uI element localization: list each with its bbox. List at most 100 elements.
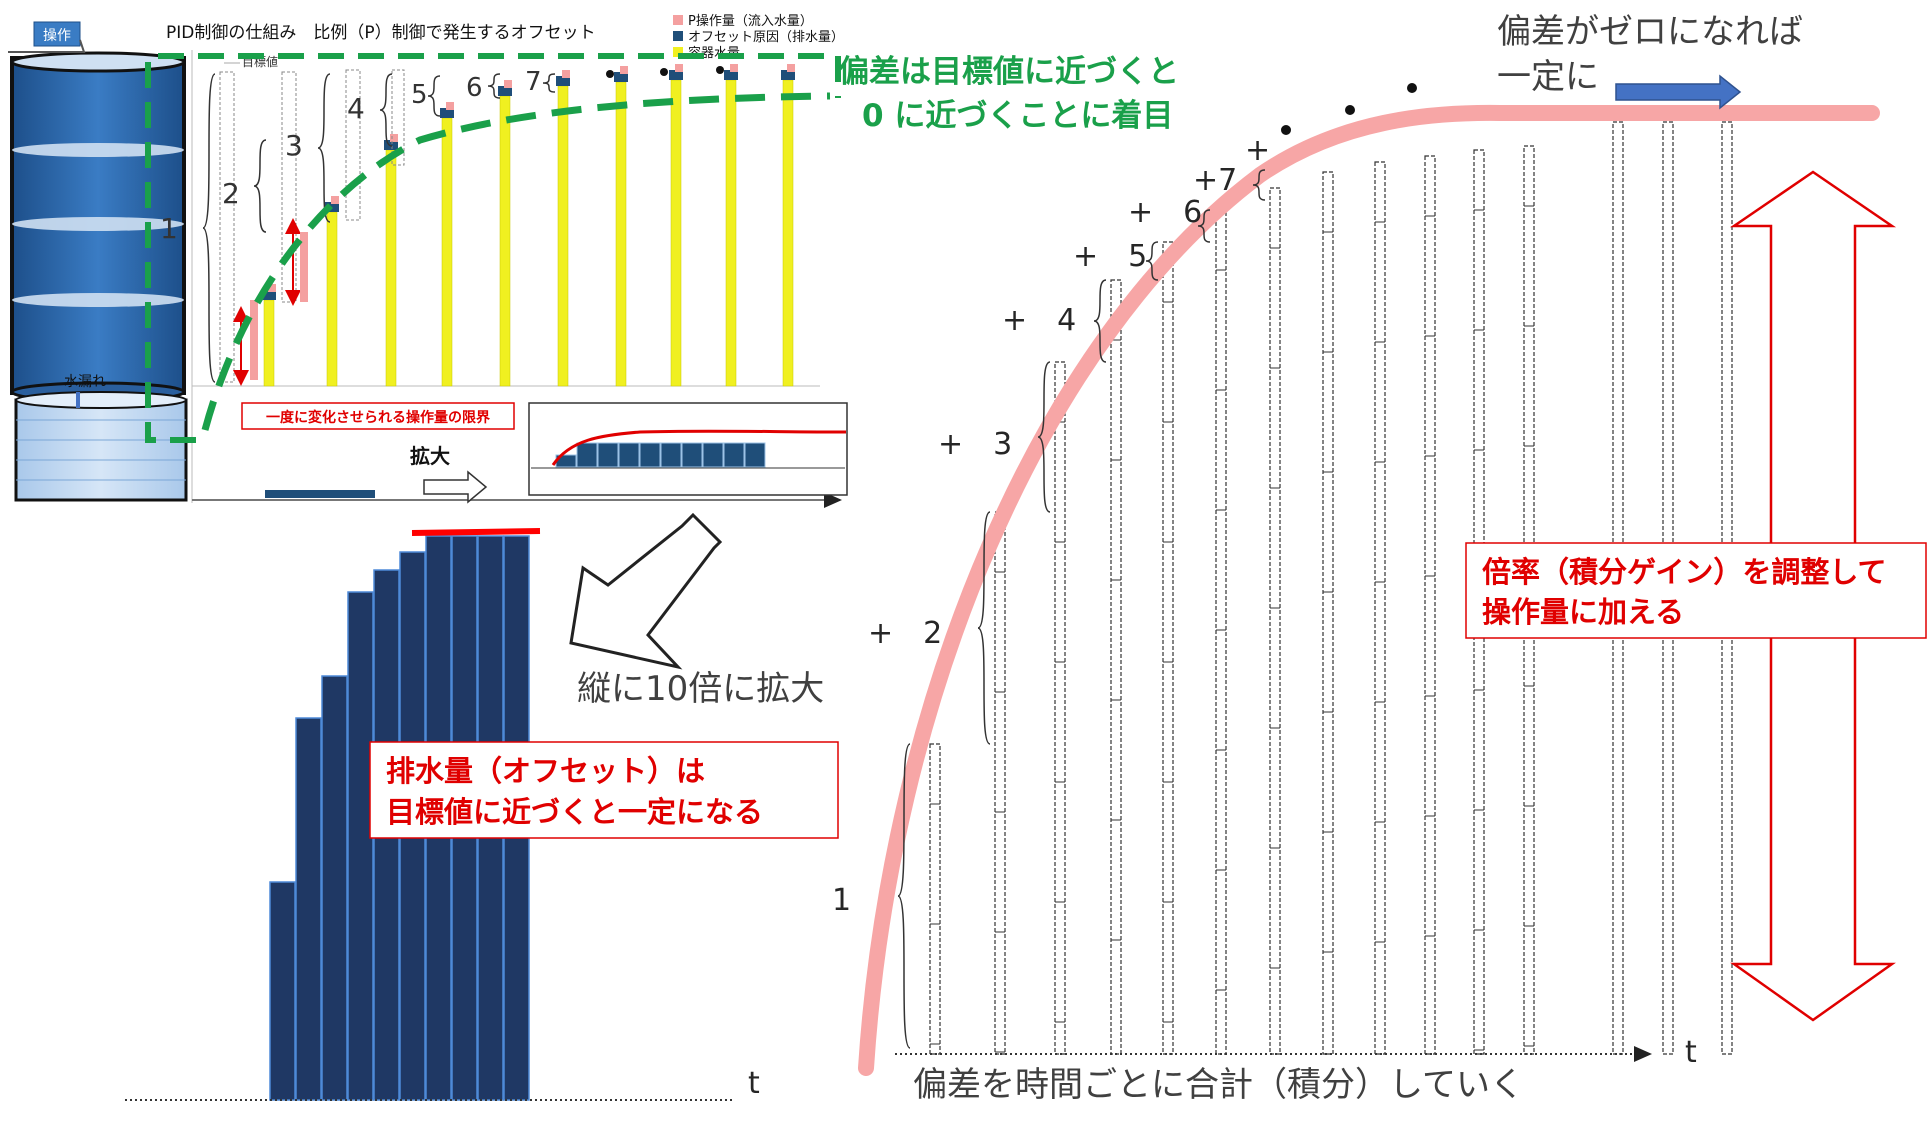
- navy-offset-mark: [724, 70, 738, 80]
- top-step-2: 2: [222, 177, 240, 210]
- zoom10-label: 縦に10倍に拡大: [577, 669, 824, 709]
- top-brace-6: [487, 73, 501, 99]
- water-tank: [10, 51, 186, 403]
- inset-bar: [723, 442, 745, 468]
- limit-label: 一度に変化させられる操作量の限界: [266, 409, 491, 426]
- int-brace-2: [977, 511, 991, 745]
- top-dashed-box: [391, 69, 405, 166]
- yellow-bar: [326, 211, 338, 387]
- axis-t-left: t: [748, 1066, 760, 1101]
- navy-offset-mark: [262, 290, 276, 300]
- limit-label-box: 一度に変化させられる操作量の限界: [241, 402, 515, 430]
- top-braces: [202, 73, 556, 383]
- top-dashed-box: [219, 71, 235, 383]
- red-note-offset-line2: 目標値に近づくと一定になる: [386, 795, 763, 829]
- pink-mark: [675, 64, 683, 72]
- legend: P操作量（流入水量） オフセット原因（排水量） 容器水量: [673, 13, 844, 61]
- top-step-5: 5: [411, 80, 428, 110]
- zoom-label: 拡大: [410, 444, 450, 468]
- integral-caption: 偏差を時間ごとに合計（積分）していく: [913, 1065, 1524, 1105]
- pink-mark: [620, 66, 628, 74]
- yellow-bar: [441, 117, 453, 387]
- navy-bar: [269, 881, 296, 1101]
- inflow-pipe: [8, 39, 86, 53]
- int-brace-4: [1093, 279, 1107, 363]
- pink-mark: [331, 196, 339, 204]
- navy-offset-mark: [669, 70, 683, 80]
- axis-t-right: t: [1685, 1035, 1697, 1070]
- top-brace-5: [427, 75, 441, 117]
- navy-offset-mark: [498, 86, 512, 96]
- zoom-inset: [528, 402, 848, 496]
- yellow-bar: [263, 299, 275, 387]
- navy-bar: [295, 717, 322, 1101]
- dashed-bar: [1322, 171, 1334, 1055]
- chart-title: PID制御の仕組み 比例（P）制御で発生するオフセット: [166, 23, 596, 43]
- top-chart: 目標値: [191, 50, 842, 508]
- dashed-bar: [1374, 161, 1386, 1055]
- dashed-bar: [1269, 187, 1281, 1055]
- pink-mark: [562, 70, 570, 78]
- int-step-2: + 2: [868, 616, 942, 651]
- navy-offset-mark: [556, 76, 570, 86]
- yellow-bar: [557, 85, 569, 387]
- int-step-5: + 5: [1073, 239, 1147, 274]
- yellow-bar: [499, 95, 511, 387]
- inset-bar: [702, 442, 724, 468]
- dashed-bar: [929, 743, 941, 1055]
- navy-bar: [321, 675, 348, 1101]
- green-note-line1: 偏差は目標値に近づくと: [838, 54, 1179, 90]
- yellow-bar: [725, 79, 737, 387]
- dashed-bar: [1110, 279, 1122, 1055]
- red-note-offset: 排水量（オフセット）は 目標値に近づくと一定になる: [369, 741, 839, 839]
- hollow-arrow-down-left-icon: [569, 512, 723, 670]
- red-note-offset-line1: 排水量（オフセット）は: [386, 754, 705, 788]
- pink-mark: [504, 80, 512, 88]
- dashed-bar: [994, 511, 1006, 1055]
- int-plus-extra: +: [1245, 133, 1270, 168]
- dashed-bar: [1054, 361, 1066, 1055]
- yellow-bar: [782, 79, 794, 387]
- top-dashed-box: [345, 69, 361, 221]
- top-step-7: 7: [525, 67, 542, 97]
- dashed-bar: [1215, 209, 1227, 1055]
- zero-note-line2: 一定に: [1497, 57, 1599, 97]
- pink-mark: [268, 284, 276, 292]
- inset-bar: [597, 442, 619, 468]
- dashed-bar: [1162, 241, 1174, 1055]
- dashed-bar: [1424, 155, 1436, 1055]
- yellow-bar: [385, 149, 397, 387]
- pink-mark: [390, 134, 398, 142]
- pink-mark: [446, 102, 454, 110]
- operation-label: 操作: [43, 28, 71, 44]
- integral-braces: [897, 169, 1266, 1049]
- int-step-4: + 4: [1002, 303, 1076, 338]
- top-brace-1: [202, 73, 216, 383]
- red-top-line: [411, 528, 541, 536]
- lower-tank: [14, 391, 188, 502]
- navy-offset-mark: [614, 72, 628, 82]
- int-brace-5: [1145, 241, 1159, 281]
- inset-bar: [639, 442, 661, 468]
- operation-button: 操作: [33, 21, 81, 47]
- pink-mark: [730, 64, 738, 72]
- yellow-bar: [615, 81, 627, 387]
- gain-note: 倍率（積分ゲイン）を調整して 操作量に加える: [1465, 542, 1927, 639]
- navy-bar: [347, 591, 374, 1101]
- yellow-bars: [262, 64, 795, 387]
- pink-mark: [787, 64, 795, 72]
- int-step-1: 1: [832, 883, 851, 918]
- top-dots: [606, 66, 724, 78]
- top-step-1: 1: [160, 212, 178, 245]
- inset-bar: [576, 442, 598, 468]
- inset-bar: [618, 442, 640, 468]
- hollow-arrow-right-icon: [423, 470, 488, 504]
- int-brace-1: [897, 743, 911, 1049]
- blue-arrow-right-icon: [1615, 74, 1742, 110]
- green-dashed-highlight: [145, 53, 841, 443]
- navy-offset-mark: [384, 140, 398, 150]
- int-brace-6: [1197, 209, 1211, 243]
- small-navy-strip: [265, 490, 375, 498]
- zero-note-line1: 偏差がゼロになれば: [1497, 12, 1803, 52]
